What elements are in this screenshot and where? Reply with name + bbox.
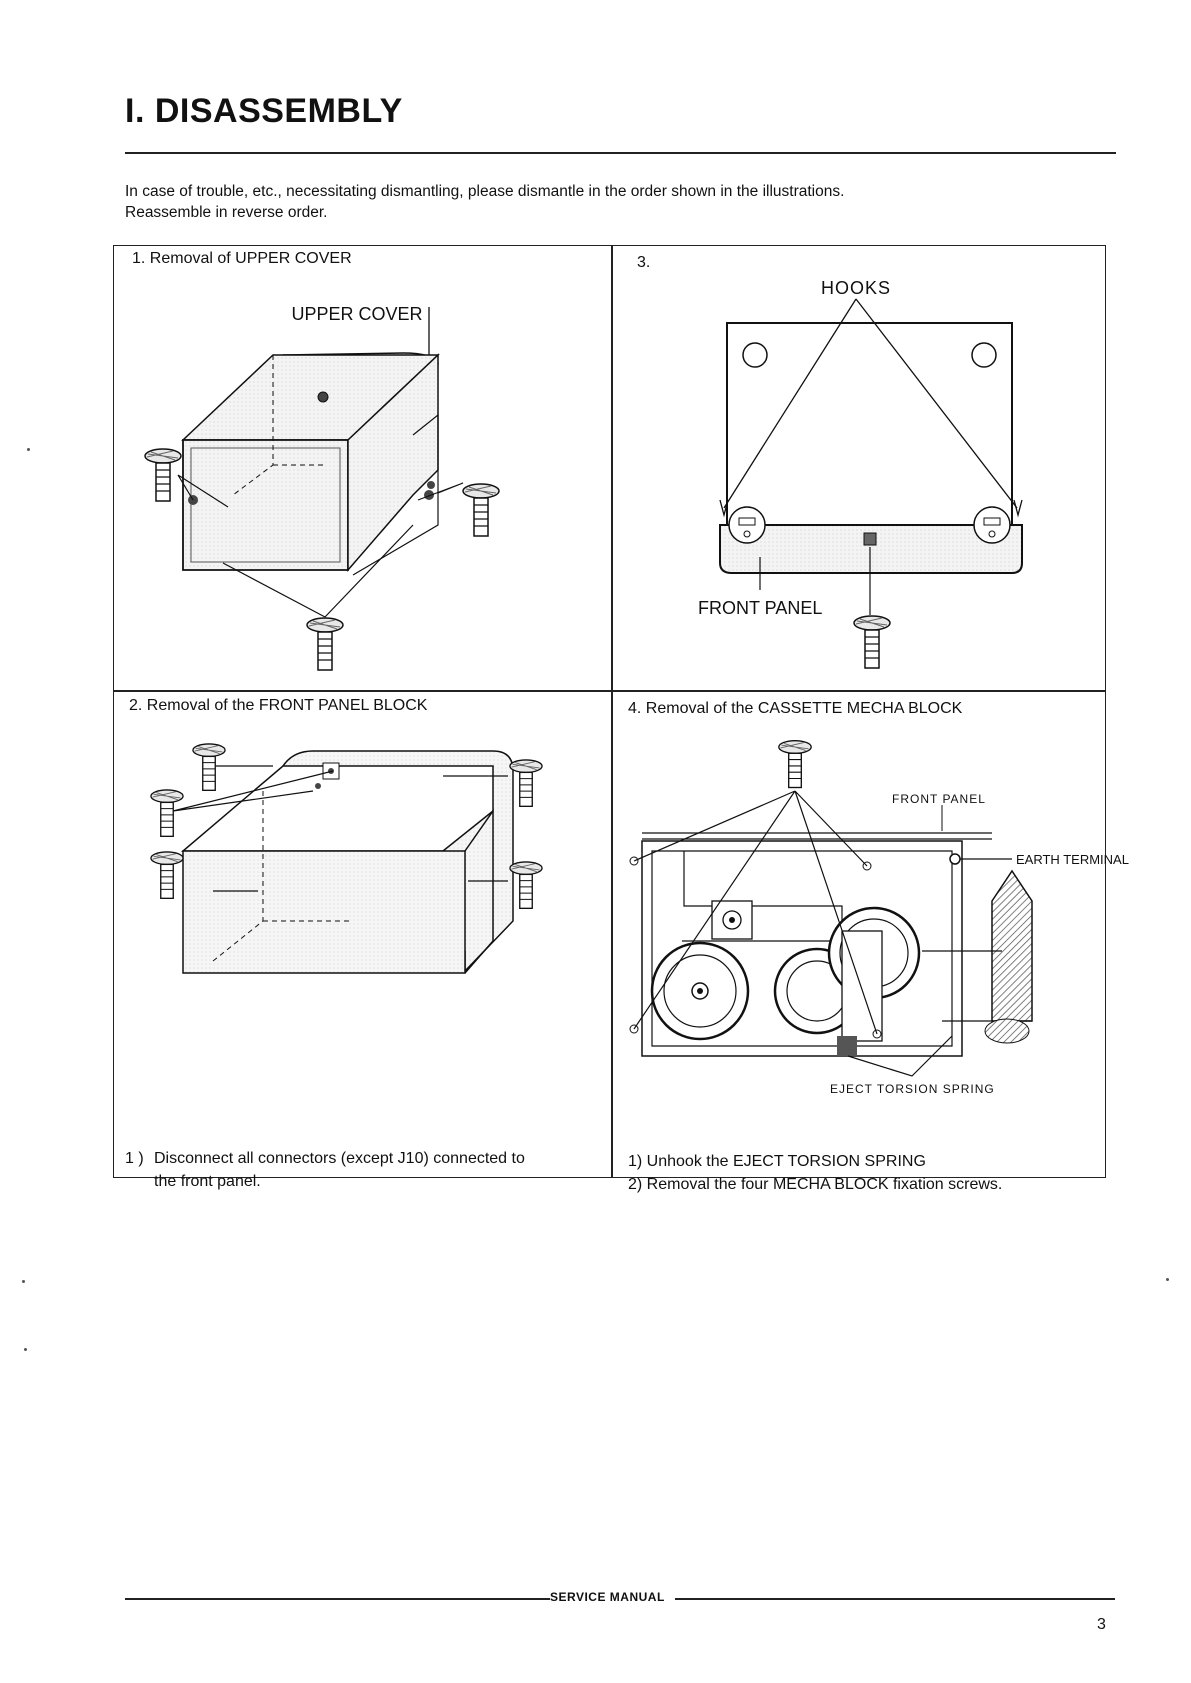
panel-4-note-1: 1) Unhook the EJECT TORSION SPRING: [628, 1153, 926, 1170]
panel-1-caption: 1. Removal of UPPER COVER: [132, 250, 352, 267]
front-panel-label-small: FRONT PANEL: [892, 792, 986, 806]
earth-terminal-label: EARTH TERMINAL: [1016, 852, 1129, 867]
intro-line-2: Reassemble in reverse order.: [125, 204, 328, 221]
page-number: 3: [1097, 1616, 1106, 1633]
panel-2-caption: 2. Removal of the FRONT PANEL BLOCK: [129, 697, 428, 714]
front-panel-hooks-illustration: HOOKS FRONT PANEL: [698, 278, 1023, 669]
scan-speck: [24, 1348, 27, 1351]
footer-rule-left: [125, 1598, 550, 1600]
panel-4-note-2: 2) Removal the four MECHA BLOCK fixation…: [628, 1176, 1003, 1193]
front-panel-label: FRONT PANEL: [698, 598, 822, 618]
panel-2-note-line-2: the front panel.: [154, 1173, 261, 1190]
grid-vertical-divider: [611, 245, 613, 1178]
front-panel-block-illustration: [150, 743, 543, 974]
upper-cover-label: UPPER COVER: [291, 304, 422, 324]
footer-rule-right: [675, 1598, 1115, 1600]
hooks-label: HOOKS: [821, 278, 891, 298]
eject-spring-label: EJECT TORSION SPRING: [830, 1082, 995, 1096]
grid-horizontal-divider: [113, 690, 1106, 692]
scan-speck: [27, 448, 30, 451]
page-title: I. DISASSEMBLY: [125, 92, 403, 130]
intro-line-1: In case of trouble, etc., necessitating …: [125, 183, 845, 200]
footer-label: SERVICE MANUAL: [550, 1590, 665, 1604]
panel-3-caption: 3.: [637, 254, 651, 271]
scan-speck: [22, 1280, 25, 1283]
cassette-mecha-illustration: FRONT PANEL EARTH TERMINAL EJECT TORSION…: [629, 740, 1129, 1096]
panel-2-note-number: 1 ): [125, 1150, 144, 1167]
panel-2-note-line-1: Disconnect all connectors (except J10) c…: [154, 1150, 525, 1167]
panel-4-caption: 4. Removal of the CASSETTE MECHA BLOCK: [628, 700, 963, 717]
title-rule: [125, 152, 1116, 154]
upper-cover-illustration: UPPER COVER: [144, 304, 500, 671]
scan-speck: [1166, 1278, 1169, 1281]
illustration-grid: [113, 245, 1106, 1178]
